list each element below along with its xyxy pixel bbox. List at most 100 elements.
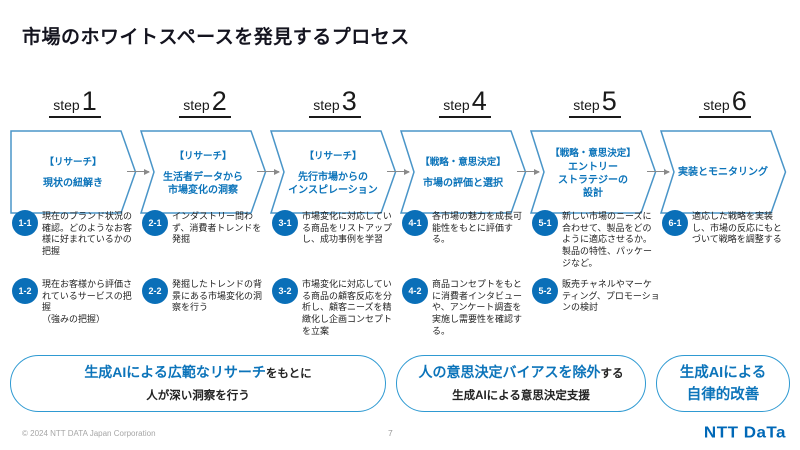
step-header: step6 bbox=[660, 88, 790, 118]
item-text: 現在のブランド状況の確認。どのようなお客様に好まれているかの把握 bbox=[42, 211, 133, 257]
item-text: 発掘したトレンドの背景にある市場変化の洞察を行う bbox=[172, 279, 263, 313]
item-number-badge: 2-2 bbox=[142, 278, 168, 304]
item-number-badge: 4-2 bbox=[402, 278, 428, 304]
step-column-5: step5 【戦略・意思決定】 エントリー ストラテジーの 設計 5-1 新しい… bbox=[530, 88, 660, 358]
arrow-chevron-icon bbox=[270, 130, 397, 214]
step-name: 市場の評価と選択 bbox=[423, 178, 503, 189]
item-text: 市場変化に対応している商品の顧客反応を分析し、顧客ニーズを精緻化し企画コンセプト… bbox=[302, 279, 393, 336]
item-number-badge: 6-1 bbox=[662, 210, 688, 236]
step-category: 【戦略・意思決定】 bbox=[550, 147, 636, 159]
step-name: 生活者データから 市場変化の洞察 bbox=[163, 171, 243, 196]
item-number-badge: 3-2 bbox=[272, 278, 298, 304]
item-number-badge: 5-2 bbox=[532, 278, 558, 304]
item-text: 適応した戦略を実装し、市場の反応にもとづいて戦略を調整する bbox=[692, 211, 782, 245]
step-header: step4 bbox=[400, 88, 530, 118]
process-arrow-shape: 実装とモニタリング bbox=[660, 130, 787, 214]
step-number: 5 bbox=[601, 86, 617, 116]
page-number: 7 bbox=[388, 428, 393, 438]
step-column-3: step3 【リサーチ】 先行市場からの インスピレーション 3-1 市場変化に… bbox=[270, 88, 400, 358]
step-name: 先行市場からの インスピレーション bbox=[288, 171, 378, 196]
list-item: 3-1 市場変化に対応している商品をリストアップし、成功事例を学習 bbox=[272, 210, 400, 246]
list-item: 6-1 適応した戦略を実装し、市場の反応にもとづいて戦略を調整する bbox=[662, 210, 790, 246]
arrow-right-connector-icon bbox=[647, 168, 670, 175]
arrow-chevron-icon bbox=[400, 130, 527, 214]
summary-bubble-research: 生成AIによる広範なリサーチをもとに 人が深い洞察を行う bbox=[10, 355, 386, 412]
step-name: 実装とモニタリング bbox=[678, 166, 768, 178]
step-column-1: step1 【リサーチ】 現状の紐解き 1-1 現在のブランド状況の確認。どのよ… bbox=[10, 88, 140, 358]
arrow-pentagon-icon bbox=[10, 130, 137, 214]
item-number-badge: 1-1 bbox=[12, 210, 38, 236]
summary-bubble-decision: 人の意思決定バイアスを除外する 生成AIによる意思決定支援 bbox=[396, 355, 646, 412]
step-number: 6 bbox=[731, 86, 747, 116]
page-title: 市場のホワイトスペースを発見するプロセス bbox=[22, 27, 410, 48]
process-arrow-shape: 【戦略・意思決定】 エントリー ストラテジーの 設計 bbox=[530, 130, 657, 214]
ntt-data-logo: NTT DaTa bbox=[703, 423, 786, 442]
list-item: 4-2 商品コンセプトをもとに消費者インタビューや、アンケート調査を実施し需要性… bbox=[402, 278, 530, 337]
bubble-highlight: 生成AIによる広範なリサーチ bbox=[84, 363, 266, 380]
step-category: 【リサーチ】 bbox=[174, 150, 232, 162]
arrow-chevron-icon bbox=[530, 130, 657, 214]
item-number-badge: 3-1 bbox=[272, 210, 298, 236]
step-column-2: step2 【リサーチ】 生活者データから 市場変化の洞察 2-1 インダストリ… bbox=[140, 88, 270, 358]
step-column-6: step6 実装とモニタリング 6-1 適応した戦略を実装し、市場の反応にもとづ… bbox=[660, 88, 790, 358]
item-number-badge: 2-1 bbox=[142, 210, 168, 236]
process-arrow-shape: 【リサーチ】 現状の紐解き bbox=[10, 130, 137, 214]
bubble-highlight: 人の意思決定バイアスを除外 bbox=[418, 363, 601, 380]
list-item: 4-1 各市場の魅力を成長可能性をもとに評価する。 bbox=[402, 210, 530, 246]
list-item: 2-2 発掘したトレンドの背景にある市場変化の洞察を行う bbox=[142, 278, 270, 314]
item-text: 商品コンセプトをもとに消費者インタビューや、アンケート調査を実施し需要性を確認す… bbox=[432, 279, 523, 336]
step-column-4: step4 【戦略・意思決定】 市場の評価と選択 4-1 各市場の魅力を成長可能… bbox=[400, 88, 530, 358]
step-word: step bbox=[53, 97, 80, 113]
step-word: step bbox=[313, 97, 340, 113]
step-word: step bbox=[573, 97, 600, 113]
arrow-right-connector-icon bbox=[387, 168, 410, 175]
step-header: step5 bbox=[530, 88, 660, 118]
step-number: 4 bbox=[471, 86, 487, 116]
item-number-badge: 5-1 bbox=[532, 210, 558, 236]
step-header: step1 bbox=[10, 88, 140, 118]
bubble-subtext: 生成AIによる意思決定支援 bbox=[452, 389, 590, 402]
step-name: 現状の紐解き bbox=[43, 178, 103, 189]
bubble-rest: する bbox=[600, 367, 624, 380]
list-item: 2-1 インダストリー問わず、消費者トレンドを発掘 bbox=[142, 210, 270, 246]
item-text: 販売チャネルやマーケティング、プロモーションの検討 bbox=[562, 279, 660, 313]
process-arrow-shape: 【リサーチ】 先行市場からの インスピレーション bbox=[270, 130, 397, 214]
list-item: 5-1 新しい市場のニーズに合わせて、製品をどのように適応させるか。製品の特性、… bbox=[532, 210, 660, 269]
arrow-chevron-icon bbox=[140, 130, 267, 214]
item-text: 市場変化に対応している商品をリストアップし、成功事例を学習 bbox=[302, 211, 393, 245]
step-header: step2 bbox=[140, 88, 270, 118]
bubble-highlight: 自律的改善 bbox=[686, 386, 760, 403]
item-text: 現在お客様から評価されているサービスの把握 （強みの把握） bbox=[42, 279, 133, 325]
step-category: 【戦略・意思決定】 bbox=[420, 157, 506, 168]
step-number: 3 bbox=[341, 86, 357, 116]
item-text: インダストリー問わず、消費者トレンドを発掘 bbox=[172, 211, 262, 245]
step-category: 【リサーチ】 bbox=[304, 150, 362, 162]
bubble-highlight: 生成AIによる bbox=[679, 364, 767, 381]
list-item: 3-2 市場変化に対応している商品の顧客反応を分析し、顧客ニーズを精緻化し企画コ… bbox=[272, 278, 400, 337]
step-number: 1 bbox=[81, 86, 97, 116]
list-item: 1-1 現在のブランド状況の確認。どのようなお客様に好まれているかの把握 bbox=[12, 210, 140, 258]
summary-bubble-improvement: 生成AIによる 自律的改善 bbox=[656, 355, 790, 412]
list-item: 1-2 現在お客様から評価されているサービスの把握 （強みの把握） bbox=[12, 278, 140, 326]
arrow-right-connector-icon bbox=[257, 168, 280, 175]
step-name: エントリー ストラテジーの 設計 bbox=[558, 161, 628, 199]
arrow-right-connector-icon bbox=[517, 168, 540, 175]
step-word: step bbox=[183, 97, 210, 113]
item-text: 各市場の魅力を成長可能性をもとに評価する。 bbox=[432, 211, 523, 245]
step-header: step3 bbox=[270, 88, 400, 118]
item-number-badge: 4-1 bbox=[402, 210, 428, 236]
list-item: 5-2 販売チャネルやマーケティング、プロモーションの検討 bbox=[532, 278, 660, 314]
item-text: 新しい市場のニーズに合わせて、製品をどのように適応させるか。製品の特性、パッケー… bbox=[562, 211, 653, 268]
step-category: 【リサーチ】 bbox=[44, 157, 102, 168]
step-number: 2 bbox=[211, 86, 227, 116]
step-word: step bbox=[443, 97, 470, 113]
copyright-text: © 2024 NTT DATA Japan Corporation bbox=[22, 429, 156, 438]
step-word: step bbox=[703, 97, 730, 113]
bubble-subtext: 人が深い洞察を行う bbox=[146, 389, 250, 402]
arrow-chevron-icon bbox=[660, 130, 787, 214]
arrow-right-connector-icon bbox=[127, 168, 150, 175]
bubble-rest: をもとに bbox=[265, 367, 312, 380]
process-arrow-shape: 【戦略・意思決定】 市場の評価と選択 bbox=[400, 130, 527, 214]
process-arrow-shape: 【リサーチ】 生活者データから 市場変化の洞察 bbox=[140, 130, 267, 214]
